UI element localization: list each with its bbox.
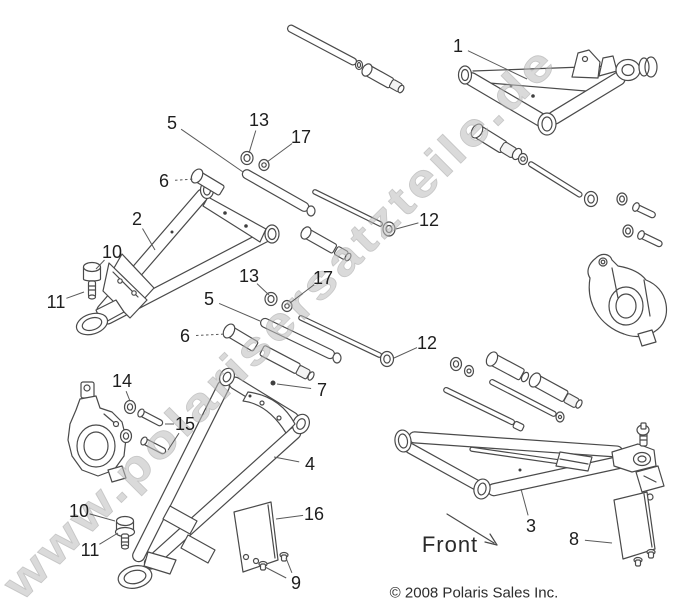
- knuckle-fasteners-left: [119, 399, 167, 455]
- pivot-bolt-assembly-right: [470, 123, 599, 208]
- callout-17: 17: [290, 127, 312, 147]
- leader-line-5: [218, 302, 261, 322]
- leader-line-17: [289, 284, 315, 304]
- callout-7: 7: [316, 380, 328, 400]
- ball-joint-upper: [82, 261, 102, 300]
- ball-joint-lower: [114, 515, 136, 550]
- callout-11: 11: [80, 540, 100, 560]
- callout-10: 10: [101, 242, 123, 262]
- front-label: Front: [421, 532, 479, 557]
- callout-10: 10: [68, 501, 90, 521]
- leader-line-16: [275, 514, 304, 520]
- callout-2: 2: [131, 209, 143, 229]
- leader-line-11: [66, 291, 85, 299]
- callout-5: 5: [203, 289, 215, 309]
- callout-11: 11: [46, 292, 66, 312]
- copyright-text: © 2008 Polaris Sales Inc.: [389, 584, 559, 602]
- leader-line-13: [256, 283, 270, 296]
- leader-line-12: [395, 222, 419, 230]
- callout-13: 13: [238, 266, 260, 286]
- hardware-cluster-lower: [443, 351, 583, 432]
- lower-control-arm-center: [117, 367, 310, 589]
- plate-screws-right: [633, 548, 656, 567]
- sleeve-bolt-top: [361, 63, 405, 94]
- steering-knuckle-left: [67, 381, 127, 483]
- callout-4: 4: [304, 454, 316, 474]
- leader-line-6: [174, 178, 195, 181]
- leader-line-7: [276, 383, 312, 389]
- leader-line-10: [89, 513, 116, 522]
- hardware-cluster-middle: [222, 291, 395, 386]
- leader-line-4: [273, 456, 300, 463]
- plate-screws-left: [258, 551, 289, 571]
- callout-9: 9: [290, 573, 302, 593]
- leader-line-8: [584, 539, 613, 544]
- callout-12: 12: [418, 210, 440, 230]
- leader-line-5: [180, 128, 244, 173]
- leader-line-15: [167, 432, 180, 451]
- hardware-cluster-upper: [190, 150, 396, 262]
- leader-line-17: [266, 143, 293, 163]
- leader-line-6: [195, 333, 227, 336]
- leader-line-9: [285, 557, 293, 573]
- callout-5: 5: [166, 113, 178, 133]
- upper-control-arm-right: [457, 49, 658, 136]
- leader-line-2: [142, 228, 156, 251]
- leader-line-10: [95, 259, 105, 270]
- cover-plate-right: [613, 491, 656, 560]
- steering-knuckle-right: [587, 253, 668, 347]
- leader-line-13: [248, 130, 257, 154]
- leader-line-1: [467, 50, 528, 80]
- knuckle-bolts-right: [616, 192, 663, 248]
- front-direction-arrow: [446, 513, 498, 546]
- lower-control-arm-right: [394, 422, 665, 501]
- leader-line-3: [520, 488, 529, 516]
- leader-line-9: [264, 566, 287, 579]
- leader-line-11: [99, 532, 119, 545]
- pivot-shaft-top: [286, 24, 364, 71]
- callout-6: 6: [179, 326, 191, 346]
- leader-line-14: [125, 391, 131, 402]
- callout-12: 12: [416, 333, 438, 353]
- callout-13: 13: [248, 110, 270, 130]
- callout-6: 6: [158, 171, 170, 191]
- leader-line-12: [393, 347, 418, 359]
- cover-plate-left: [233, 501, 279, 573]
- callout-14: 14: [111, 371, 133, 391]
- callout-15: 15: [174, 414, 196, 434]
- callout-17: 17: [312, 268, 334, 288]
- callout-8: 8: [568, 529, 580, 549]
- callout-1: 1: [452, 36, 464, 56]
- callout-3: 3: [525, 516, 537, 536]
- callout-16: 16: [303, 504, 325, 524]
